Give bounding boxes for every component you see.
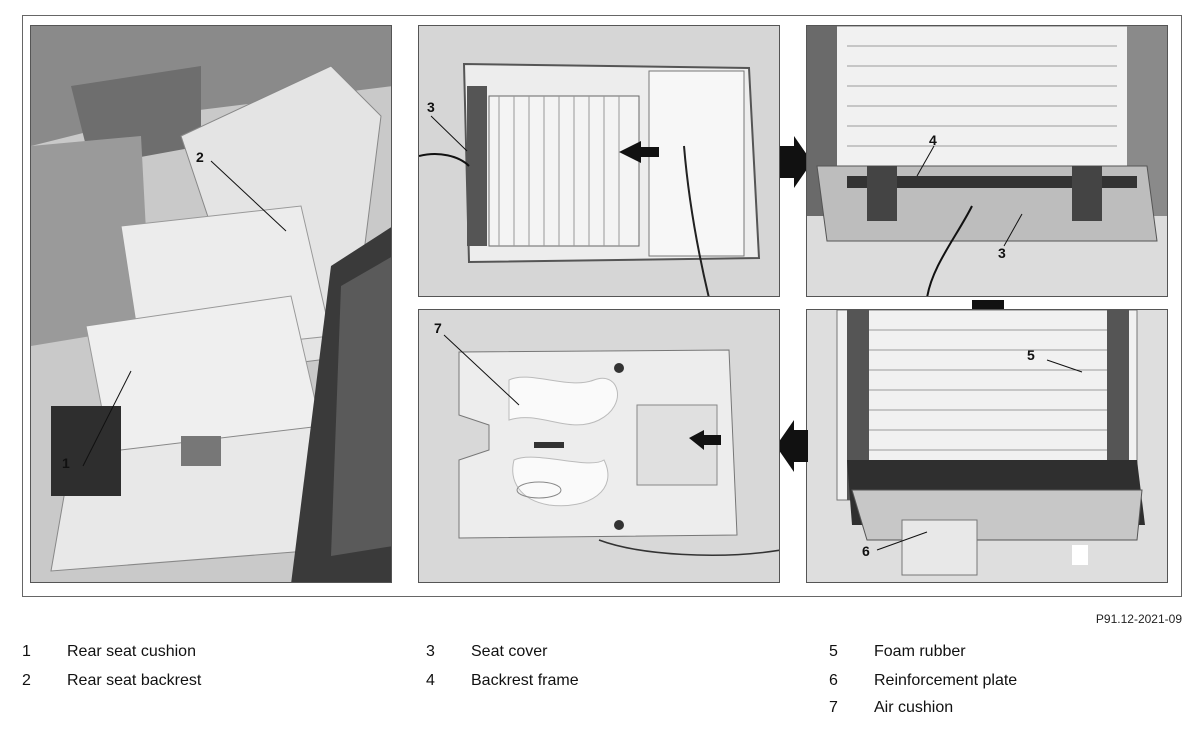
callout-4: 4 bbox=[929, 132, 937, 148]
panel-backrest-frame bbox=[806, 25, 1168, 297]
panel-air-cushion bbox=[418, 309, 780, 583]
legend-label: Reinforcement plate bbox=[874, 672, 1018, 689]
callout-7: 7 bbox=[434, 320, 442, 336]
legend-label: Air cushion bbox=[874, 699, 954, 716]
legend-number: 4 bbox=[426, 672, 435, 689]
callout-3-right: 3 bbox=[998, 245, 1006, 261]
callout-6: 6 bbox=[862, 543, 870, 559]
legend-number: 2 bbox=[22, 672, 31, 689]
seat-cover-illustration bbox=[419, 26, 779, 296]
callout-1: 1 bbox=[62, 455, 70, 471]
legend-label: Backrest frame bbox=[471, 672, 579, 689]
legend-label: Rear seat cushion bbox=[67, 643, 196, 660]
arrow-left-icon bbox=[776, 420, 808, 472]
backrest-frame-illustration bbox=[807, 26, 1167, 296]
legend-label: Seat cover bbox=[471, 643, 548, 660]
legend-number: 1 bbox=[22, 643, 31, 660]
callout-3-top: 3 bbox=[427, 99, 435, 115]
air-cushion-illustration bbox=[419, 310, 779, 582]
panel-rear-seat-photo bbox=[30, 25, 392, 583]
legend-number: 7 bbox=[829, 699, 838, 716]
legend-number: 5 bbox=[829, 643, 838, 660]
legend-label: Foam rubber bbox=[874, 643, 966, 660]
foam-rubber-illustration bbox=[807, 310, 1167, 582]
figure-reference: P91.12-2021-09 bbox=[1095, 612, 1182, 626]
callout-5: 5 bbox=[1027, 347, 1035, 363]
legend-number: 3 bbox=[426, 643, 435, 660]
legend-number: 6 bbox=[829, 672, 838, 689]
rear-seat-illustration bbox=[31, 26, 391, 582]
callout-2: 2 bbox=[196, 149, 204, 165]
legend-label: Rear seat backrest bbox=[67, 672, 202, 689]
panel-foam-rubber bbox=[806, 309, 1168, 583]
panel-seat-cover bbox=[418, 25, 780, 297]
arrow-right-icon bbox=[780, 136, 812, 188]
